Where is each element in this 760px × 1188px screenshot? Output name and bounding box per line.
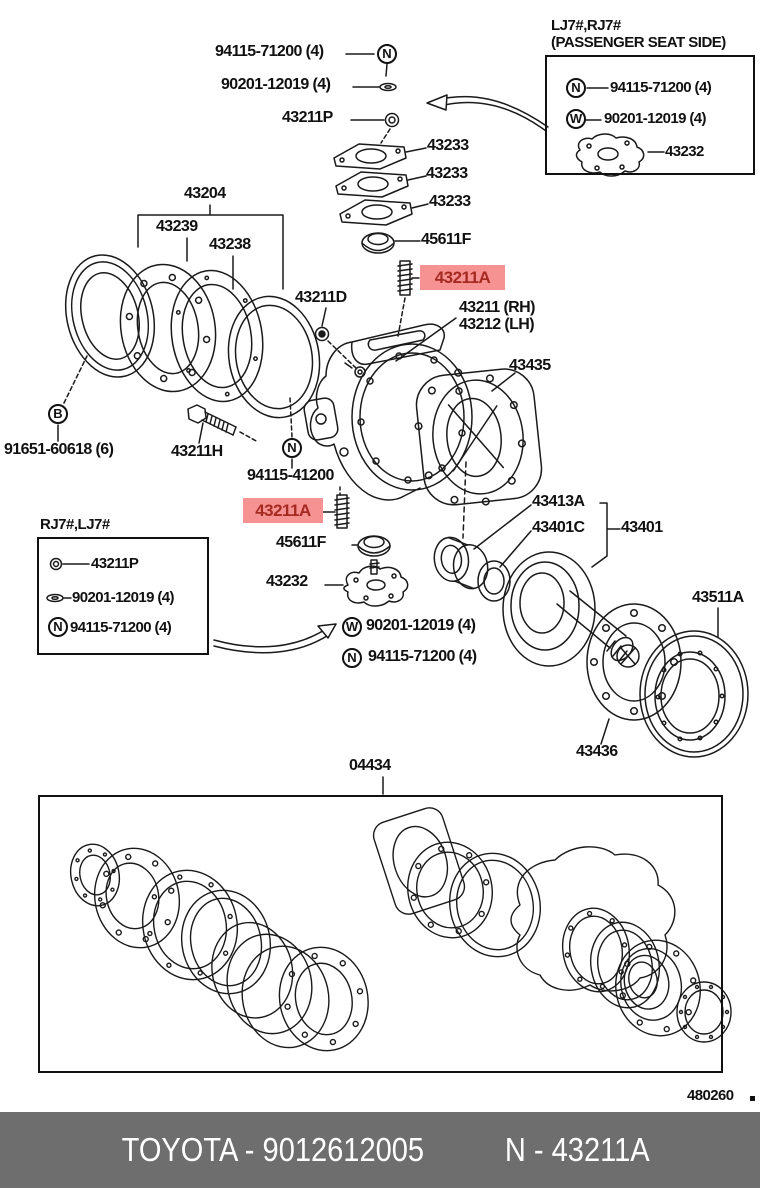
driver-box-title: RJ7#,LJ7# — [40, 516, 110, 533]
callout-shaft: 43401 — [621, 519, 663, 536]
callout-bolt-b: 91651-60618 (6) — [4, 441, 114, 458]
callout-top-washer: 90201-12019 (4) — [221, 76, 331, 93]
cap-upper — [361, 232, 421, 254]
w-badge-axle: W — [342, 617, 362, 637]
callout-nut-d: 43211D — [295, 289, 347, 306]
callout-knuckle-rh: 43211 (RH) — [459, 299, 535, 316]
page-code: 480260 — [687, 1087, 734, 1104]
kit-box-drawing — [69, 807, 732, 1052]
seal-glyph — [477, 560, 511, 602]
passenger-row-washer: 90201-12019 (4) — [604, 110, 707, 127]
driver-row-washer: 90201-12019 (4) — [72, 589, 175, 606]
gasket-ring-glyph — [639, 630, 749, 758]
knuckle-drawing — [303, 323, 473, 501]
callout-gasket-2: 43233 — [426, 165, 468, 182]
n-badge-axle: N — [342, 648, 362, 668]
callout-hub-assy: 43204 — [184, 185, 226, 202]
n-badge-mid: N — [282, 438, 302, 458]
print-mark — [750, 1096, 755, 1101]
footer-bar: TOYOTA - 9012612005 N - 43211A — [0, 1112, 760, 1188]
b-badge: B — [48, 404, 68, 424]
b-callout-lines — [57, 355, 88, 442]
callout-spindle: 43435 — [509, 357, 551, 374]
callout-cap-upper: 45611F — [421, 231, 471, 248]
passenger-box-arrow — [426, 94, 549, 132]
passenger-box-title-1: LJ7#,RJ7# — [551, 17, 621, 34]
callout-nut-axle: 94115-71200 (4) — [368, 648, 477, 665]
highlighted-part-upper[interactable]: 43211A — [420, 265, 505, 290]
driver-row-nut: 94115-71200 (4) — [70, 619, 172, 636]
diagram-line-art — [46, 53, 749, 1052]
driver-row-plug: 43211P — [91, 555, 139, 572]
passenger-box-title-2: (PASSENGER SEAT SIDE) — [551, 34, 726, 51]
passenger-row-cover: 43232 — [665, 143, 704, 160]
spindle-flange — [414, 368, 543, 506]
callout-gasket-1: 43233 — [427, 137, 469, 154]
n-badge-driver: N — [48, 617, 68, 637]
seal-ring — [64, 254, 156, 378]
cover-glyph — [324, 559, 409, 607]
callout-washer-axle: 90201-12019 (4) — [366, 617, 476, 634]
callout-lock-nut: 94115-41200 — [247, 467, 334, 484]
callout-knuckle-lh: 43212 (LH) — [459, 316, 535, 333]
w-badge-passenger: W — [566, 109, 586, 129]
driver-box-glyphs — [46, 557, 90, 603]
n-badge-passenger: N — [566, 78, 586, 98]
retainer-ring — [119, 263, 217, 393]
callout-gasket-ring: 43511A — [692, 589, 744, 606]
callout-flange: 43436 — [576, 743, 618, 760]
highlighted-part-lower[interactable]: 43211A — [243, 498, 323, 523]
gasket-stack — [333, 143, 429, 226]
footer-part-id: TOYOTA - 9012612005 — [121, 1131, 424, 1168]
bearing-glyph — [433, 536, 489, 590]
passenger-row-nut: 94115-71200 (4) — [610, 79, 712, 96]
hub-bolt-glyph — [187, 404, 259, 444]
passenger-option-box — [545, 55, 755, 175]
flange-axis-dashed — [462, 461, 467, 539]
gasket-kit-box — [38, 795, 723, 1073]
callout-top-nut: 94115-71200 (4) — [215, 43, 324, 60]
n-badge-top: N — [377, 44, 397, 64]
passenger-box-glyphs — [575, 87, 665, 177]
callout-race: 43238 — [209, 236, 251, 253]
callout-cover: 43232 — [266, 573, 308, 590]
label-leaders — [382, 317, 719, 795]
nut-d-glyph — [314, 307, 358, 370]
callout-hub-bolt: 43211H — [171, 443, 223, 460]
assembly-bracket — [137, 204, 284, 290]
driver-option-box — [37, 537, 209, 655]
callout-gasket-3: 43233 — [429, 193, 471, 210]
top-fastener-glyphs — [345, 53, 400, 144]
callout-top-plug: 43211P — [282, 109, 333, 126]
footer-ref-id: N - 43211A — [504, 1131, 650, 1168]
cap-lower — [351, 535, 391, 557]
locknut-leaders — [289, 397, 341, 496]
callout-gasket-kit: 04434 — [349, 757, 391, 774]
stud-lower — [321, 494, 350, 529]
stud-upper — [397, 260, 420, 337]
callout-retainer: 43239 — [156, 218, 198, 235]
bearing-race-ring — [227, 295, 321, 419]
callout-cap-lower: 45611F — [276, 534, 326, 551]
callout-bearing: 43413A — [532, 493, 585, 510]
gasket-ring-left — [170, 269, 264, 403]
driver-box-arrow — [213, 623, 337, 654]
callout-seal: 43401C — [532, 519, 585, 536]
